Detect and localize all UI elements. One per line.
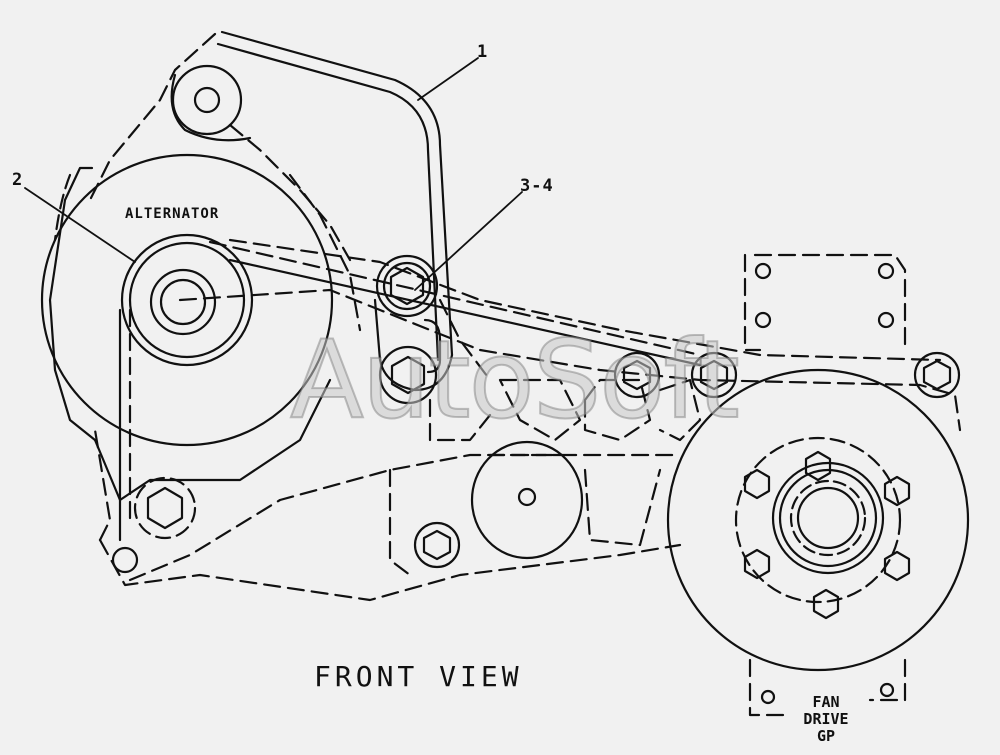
bracket-bolt xyxy=(913,351,961,399)
bracket-bolt xyxy=(690,351,738,399)
callout-2: 2 xyxy=(12,170,24,190)
fan-drive-label: FAN DRIVE GP xyxy=(786,694,866,745)
arm-lower-bolt xyxy=(378,345,438,405)
fan-drive-label-line-1: FAN xyxy=(812,693,840,711)
fan-drive-pulley xyxy=(666,368,970,672)
callout-3-4: 3-4 xyxy=(520,176,554,196)
adjusting-slot xyxy=(423,318,442,374)
alternator-pulley xyxy=(120,233,254,367)
alternator-label: ALTERNATOR xyxy=(125,206,220,222)
bracket-bolt xyxy=(613,351,661,399)
view-title: FRONT VIEW xyxy=(314,660,523,693)
bracket-bolt xyxy=(413,521,461,569)
fan-drive-holes xyxy=(754,262,895,705)
top-pivot-boss xyxy=(171,64,243,136)
drive-belt xyxy=(118,240,702,542)
lower-mount-bolt xyxy=(111,476,197,574)
fan-drive-label-line-3: GP xyxy=(816,727,836,745)
fan-drive-housing xyxy=(743,253,907,717)
fan-drive-label-line-2: DRIVE xyxy=(803,710,849,728)
mounting-bracket xyxy=(88,32,962,602)
alternator-body xyxy=(40,153,334,502)
callout-1: 1 xyxy=(477,42,489,62)
adjusting-bolt xyxy=(375,254,439,318)
watermark: AutoSoft xyxy=(289,317,741,444)
idler-pulley xyxy=(470,440,584,560)
callout-leaders xyxy=(24,57,523,291)
